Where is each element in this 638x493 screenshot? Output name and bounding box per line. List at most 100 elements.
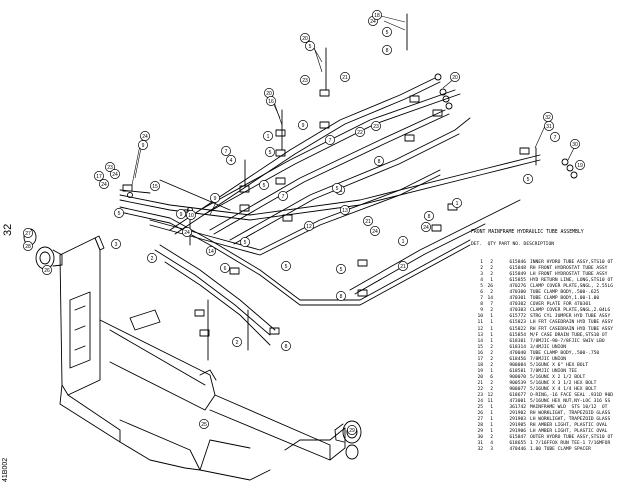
callout-number: 24: [142, 134, 148, 140]
legend-row: 16 2 470040 TUBE CLAMP BODY,.500-.750: [471, 351, 635, 357]
legend-part: 618655: [509, 441, 526, 447]
callout-balloon: 9: [138, 140, 148, 150]
callout-number: 7: [225, 149, 228, 155]
callout-balloon: 2: [232, 337, 242, 347]
legend-desc: CLAMP COVER PLATE,SNGL, 2.55LG: [530, 284, 613, 290]
legend-qty: 2: [490, 350, 493, 356]
callout-number: 5: [336, 186, 339, 192]
legend-part: 618301: [509, 338, 526, 344]
callout-number: 21: [400, 264, 406, 270]
callout-balloon: 24: [182, 227, 192, 237]
legend-desc: 7/8MJIC UNION: [530, 356, 566, 362]
page-number: 32: [2, 223, 14, 236]
legend-det: 12: [477, 326, 483, 332]
callout-balloon: 30: [570, 139, 580, 149]
callout-number: 17: [96, 174, 102, 180]
legend-det: 30: [477, 435, 483, 441]
callout-balloon: 16: [266, 96, 276, 106]
legend-desc: RH FRONT HYDROSTAT TUBE ASSY: [530, 266, 608, 272]
legend-desc: RH AMBER LIGHT, PLASTIC OVAL: [530, 423, 608, 429]
callout-balloon: 8: [424, 211, 434, 221]
callout-number: 1: [456, 201, 459, 207]
callout-balloon: 24: [370, 226, 380, 236]
callout-number: 10: [188, 213, 194, 219]
rh-amber-light: [345, 444, 359, 460]
legend-part: 615847: [509, 435, 526, 441]
callout-balloon: 9: [298, 120, 308, 130]
callout-balloon: 24: [99, 179, 109, 189]
legend-det: 9: [480, 308, 483, 314]
callout-number: 9: [214, 196, 217, 202]
legend-det: 29: [477, 429, 483, 435]
callout-balloon: 5: [332, 183, 342, 193]
legend-det: 16: [477, 350, 483, 356]
legend-qty: 7: [490, 302, 493, 308]
legend-part: 618314: [509, 344, 526, 350]
callout-number: 22: [357, 130, 363, 136]
callout-balloon: 7: [325, 135, 335, 145]
callout-number: 5: [244, 240, 247, 246]
legend-desc: 1.00 TUBE CLAMP SPACER: [530, 447, 591, 453]
bolts: [189, 13, 537, 361]
callout-number: 7: [329, 138, 332, 144]
callout-number: 2: [151, 256, 154, 262]
legend-det: 10: [477, 314, 483, 320]
legend-qty: 2: [490, 362, 493, 368]
legend-part: 615772: [509, 314, 526, 320]
callout-number: 24: [370, 19, 376, 25]
parts-legend: FRONT MAINFRAME HYDRAULIC TUBE ASSEMBLY …: [471, 230, 636, 452]
legend-desc: 1 7/16FFOX RUN TEE-1 7/16MFOR: [530, 441, 611, 447]
callout-number: 5: [269, 150, 272, 156]
callout-balloon: 5: [523, 174, 533, 184]
callout-balloon: 31: [544, 121, 554, 131]
legend-det: 28: [477, 423, 483, 429]
legend-desc: TUBE CLAMP BODY,.500-.750: [530, 350, 600, 356]
legend-qty: 1: [490, 405, 493, 411]
legend-desc: M/F CASE DRAIN TUBE,STS10 OT: [530, 332, 608, 338]
callout-number: 7: [554, 135, 557, 141]
callout-balloon: 24: [421, 222, 431, 232]
callout-balloon: 5: [259, 180, 269, 190]
legend-qty: 6: [490, 374, 493, 380]
legend-qty: 1: [490, 411, 493, 417]
legend-part: 291905: [509, 423, 526, 429]
legend-det: 2: [480, 266, 483, 272]
legend-det: 26: [477, 411, 483, 417]
callout-balloon: 9: [210, 193, 220, 203]
callout-balloon: 7: [278, 191, 288, 201]
legend-part: 470040: [509, 350, 526, 356]
legend-part: 291902: [509, 411, 526, 417]
callout-balloon: 2: [147, 253, 157, 263]
callout-number: 9: [180, 212, 183, 218]
legend-desc: LH AMBER LIGHT, PLASTIC OVAL: [530, 429, 608, 435]
legend-det: 24: [477, 399, 483, 405]
callout-number: 24: [112, 172, 118, 178]
callout-number: 23: [373, 124, 379, 130]
callout-balloon: 8: [281, 341, 291, 351]
legend-part: 900084: [509, 362, 526, 368]
legend-det: 23: [477, 393, 483, 399]
callout-balloon: 5: [281, 261, 291, 271]
callout-balloon: 5: [265, 147, 275, 157]
legend-desc: 5/16UNC HEX NUT,NY-LOC 316 SS: [530, 399, 611, 405]
legend-qty: 1: [490, 332, 493, 338]
legend-det: 7: [480, 296, 483, 302]
callout-number: 8: [428, 214, 431, 220]
legend-desc: INNER HYDRO TUBE ASSY,STS10 OT: [530, 260, 613, 265]
legend-desc: O-RING,-16 FACE SEAL .931D 90D: [530, 393, 613, 399]
callout-balloon: 15: [150, 181, 160, 191]
callout-number: 12: [306, 224, 312, 230]
legend-qty: 1: [490, 320, 493, 326]
legend-desc: 7/8MJIC UNION TEE: [530, 368, 578, 374]
legend-qty: 2: [490, 260, 493, 265]
callout-number: 9: [302, 123, 305, 129]
legend-desc: HYD RETURN LINE, LONG,STS10 OT: [530, 278, 613, 284]
callout-balloon: 26: [42, 265, 52, 275]
